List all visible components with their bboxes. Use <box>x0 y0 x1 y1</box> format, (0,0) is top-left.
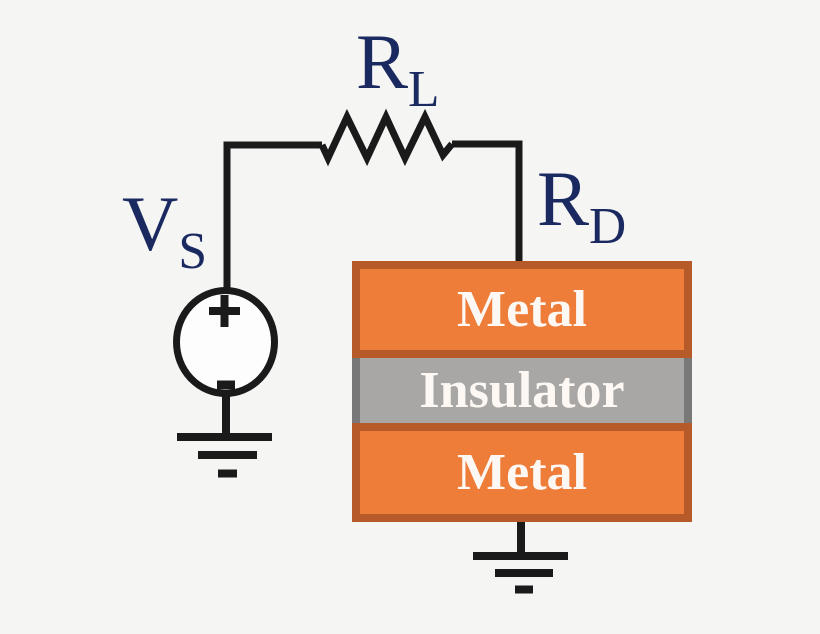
layer-insulator-label: Insulator <box>419 361 625 419</box>
label-device-resistor: RD <box>537 160 626 253</box>
label-load-resistor: RL <box>356 23 439 116</box>
plus-icon <box>209 295 240 327</box>
label-load-resistor-main: R <box>356 18 409 105</box>
layer-metal-bottom-label: Metal <box>457 443 587 501</box>
ground-icon-source <box>177 393 272 478</box>
mim-stack: Metal Insulator Metal <box>352 261 692 522</box>
wire-resistor-to-stack <box>452 140 523 263</box>
layer-metal-bottom: Metal <box>352 423 692 522</box>
layer-metal-top: Metal <box>352 261 692 358</box>
label-voltage-source-sub: S <box>178 223 207 281</box>
label-voltage-source: VS <box>122 185 207 278</box>
layer-insulator: Insulator <box>352 358 692 423</box>
label-load-resistor-sub: L <box>408 61 440 119</box>
ground-icon-stack <box>473 518 568 594</box>
label-device-resistor-main: R <box>537 155 590 242</box>
resistor-symbol <box>318 108 455 167</box>
wire-source-to-resistor <box>223 141 322 290</box>
label-voltage-source-main: V <box>122 180 179 267</box>
layer-metal-top-label: Metal <box>457 280 587 338</box>
label-device-resistor-sub: D <box>589 198 627 256</box>
